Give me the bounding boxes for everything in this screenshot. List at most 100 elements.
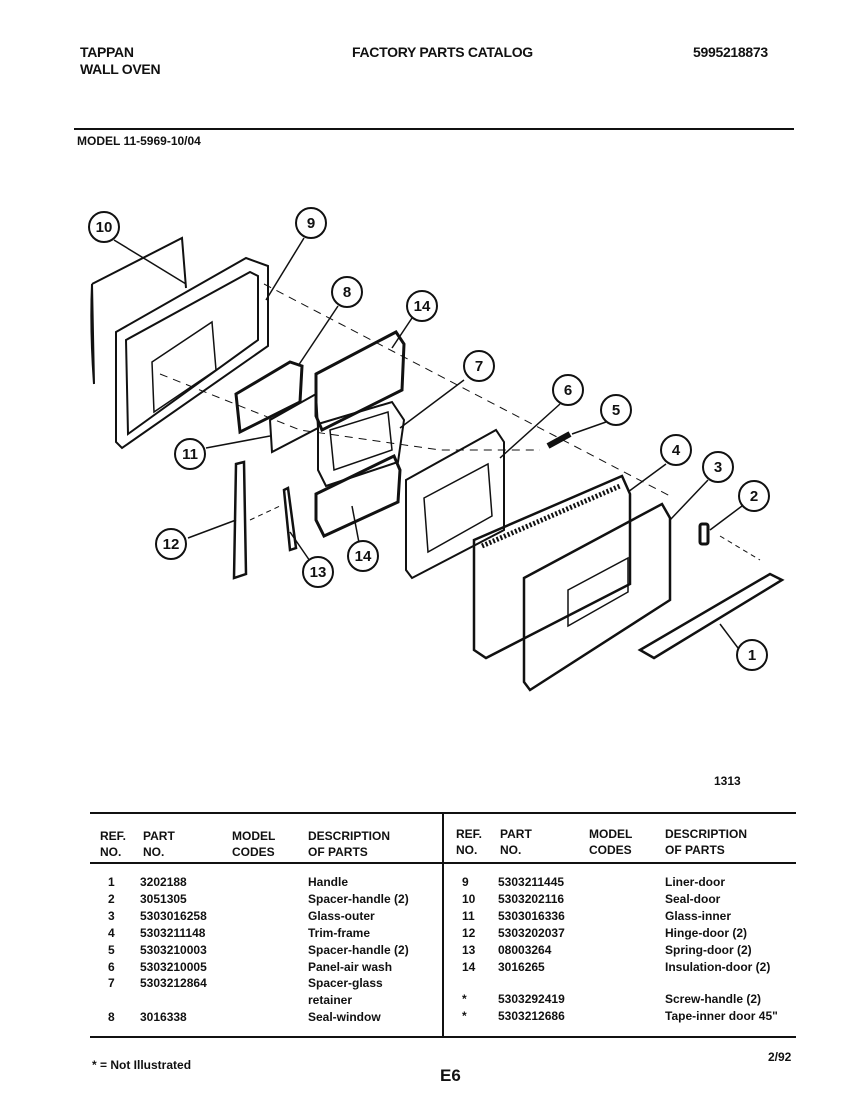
callout-3 <box>702 451 734 483</box>
brand-line-2: WALL OVEN <box>80 61 161 77</box>
svg-text:11: 11 <box>182 446 198 463</box>
seal-window-part <box>234 360 304 435</box>
part-description: Insulation-door (2) <box>665 959 771 974</box>
callout-11 <box>174 438 206 470</box>
callout-4 <box>660 434 692 466</box>
svg-text:13: 13 <box>310 564 327 581</box>
seal-door-part <box>90 236 187 385</box>
page-code: E6 <box>440 1066 461 1085</box>
svg-text:12: 12 <box>163 536 180 553</box>
part-description: Spacer-glass <box>308 976 383 991</box>
table-bottom-rule <box>90 1036 796 1038</box>
part-number: 5303016336 <box>498 908 565 923</box>
part-ref-no: 12 <box>462 925 476 940</box>
callout-1 <box>736 639 768 671</box>
svg-text:8: 8 <box>343 284 351 301</box>
part-ref-no: 2 <box>108 891 115 906</box>
part-number: 5303210003 <box>140 942 207 957</box>
part-ref-no: 14 <box>462 959 476 974</box>
exploded-parts-diagram: 10 9 8 14 7 6 5 4 3 2 1 11 12 13 14 <box>88 207 785 692</box>
part-ref-no: 9 <box>462 875 469 889</box>
part-ref-no: 8 <box>108 1010 115 1025</box>
catalog-title: FACTORY PARTS CATALOG <box>352 44 533 60</box>
hinge-door-part <box>232 460 248 580</box>
part-description: Handle <box>308 875 349 889</box>
svg-text:7: 7 <box>475 358 483 375</box>
model-number: MODEL 11-5969-10/04 <box>77 134 201 148</box>
part-number: 08003264 <box>498 942 552 957</box>
part-number: 5303292419 <box>498 992 565 1007</box>
part-number: 5303212864 <box>140 976 207 991</box>
part-ref-no: 6 <box>108 959 115 974</box>
catalog-number: 5995218873 <box>693 44 768 60</box>
glass-inner-part <box>268 392 320 454</box>
svg-text:2: 2 <box>750 488 758 505</box>
callout-7 <box>463 350 495 382</box>
figure-number: 1313 <box>714 774 741 788</box>
part-description: Liner-door <box>665 875 725 889</box>
glass-outer-part <box>522 502 672 692</box>
part-description: Spacer-handle (2) <box>308 942 409 957</box>
part-description: Glass-inner <box>665 908 732 923</box>
brand-line-1: TAPPAN <box>80 44 134 60</box>
svg-text:14: 14 <box>414 298 431 315</box>
part-ref-no: * <box>462 1009 467 1024</box>
callout-5 <box>600 394 632 426</box>
part-description: Panel-air wash <box>308 959 393 974</box>
part-ref-no: 1 <box>108 875 115 889</box>
part-ref-no: 13 <box>462 942 476 957</box>
svg-text:4: 4 <box>672 442 681 459</box>
part-description: Trim-frame <box>308 925 371 940</box>
part-description: Glass-outer <box>308 908 375 923</box>
spacer-handle-part <box>698 522 710 546</box>
callout-6 <box>552 374 584 406</box>
callout-10 <box>88 211 120 243</box>
callout-2 <box>738 480 770 512</box>
svg-text:9: 9 <box>307 215 315 232</box>
part-ref-no: 10 <box>462 891 476 906</box>
panel-air-wash-part <box>405 428 505 580</box>
part-number: 3016265 <box>498 959 545 974</box>
part-ref-no: 3 <box>108 908 115 923</box>
callout-9 <box>295 207 327 239</box>
handle-part <box>637 572 785 660</box>
part-number: 5303202037 <box>498 925 565 940</box>
part-ref-no: * <box>462 992 467 1007</box>
part-ref-no: 11 <box>462 908 475 923</box>
part-ref-no: 7 <box>108 976 115 991</box>
svg-text:6: 6 <box>564 382 572 399</box>
header-rule <box>74 128 794 130</box>
part-number: 5303211148 <box>140 925 206 940</box>
svg-text:14: 14 <box>355 548 372 565</box>
svg-text:5: 5 <box>612 402 620 419</box>
part-description: Hinge-door (2) <box>665 925 747 940</box>
part-number: 3016338 <box>140 1010 187 1025</box>
part-number: 3051305 <box>140 891 187 906</box>
trim-frame-part <box>472 474 632 660</box>
svg-text:10: 10 <box>96 219 113 236</box>
part-number: 5303212686 <box>498 1009 565 1024</box>
footnote: * = Not Illustrated <box>92 1058 192 1072</box>
callout-14a <box>406 290 438 322</box>
part-number: 3202188 <box>140 875 187 889</box>
liner-door-part <box>115 256 269 450</box>
col-ref-left: REF.NO. <box>100 829 127 859</box>
table-top-rule <box>90 812 796 814</box>
part-number: 5303210005 <box>140 959 207 974</box>
part-description: Seal-window <box>308 1010 381 1025</box>
date-code: 2/92 <box>768 1050 792 1064</box>
part-ref-no: 4 <box>108 925 115 940</box>
col-ref-right: REF.NO. <box>456 827 483 857</box>
insulation-door-part <box>314 330 406 433</box>
callout-13 <box>302 556 334 588</box>
callout-8 <box>331 276 363 308</box>
svg-text:3: 3 <box>714 459 722 476</box>
part-number: 5303016258 <box>140 908 207 923</box>
table-divider <box>442 814 444 1036</box>
callout-12 <box>155 528 187 560</box>
